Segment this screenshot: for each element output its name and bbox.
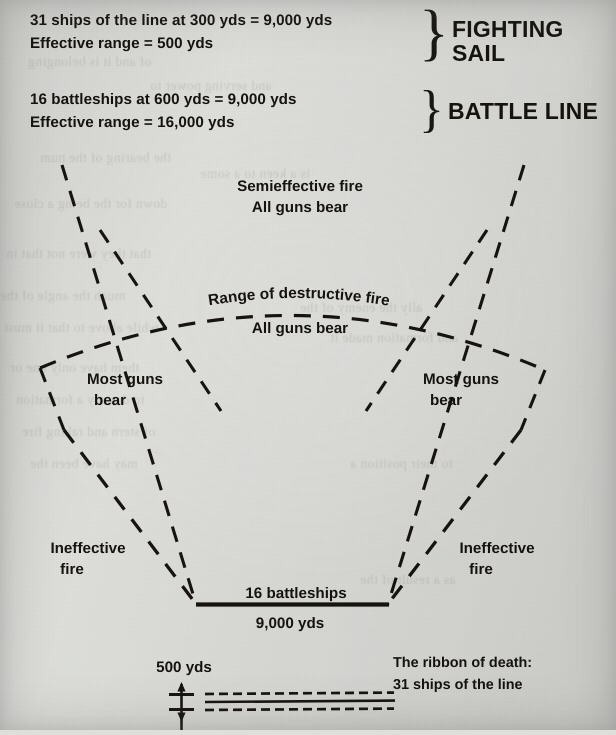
battle-line-stat-line-2: Effective range = 16,000 yds bbox=[30, 114, 235, 131]
most-guns-bear-left-line-1: Most guns bbox=[87, 371, 163, 388]
battle-line-category-label: BATTLE LINE bbox=[448, 98, 598, 124]
ribbon-dashed-line-upper bbox=[204, 691, 395, 696]
battle-line-length-label: 9,000 yds bbox=[255, 615, 325, 632]
ribbon-center-line bbox=[204, 699, 396, 704]
fan-skirt-left bbox=[38, 367, 66, 431]
ineffective-fire-left-line-2: fire bbox=[60, 561, 84, 578]
v-arm-right bbox=[386, 428, 523, 606]
fan-edge-left-upper bbox=[60, 164, 198, 605]
fighting-sail-category-line-1: FIGHTING bbox=[452, 16, 564, 42]
battle-line-ships-label: 16 battleships bbox=[245, 585, 347, 602]
fan-edge-right-upper bbox=[386, 164, 526, 605]
all-guns-bear-outer-label: All guns bear bbox=[251, 199, 349, 216]
ribbon-dashed-line-lower bbox=[204, 707, 395, 712]
fighting-sail-brace: } bbox=[419, 0, 449, 67]
most-guns-bear-left-line-2: bear bbox=[93, 392, 127, 409]
dimension-arrowhead-up bbox=[177, 682, 186, 692]
ribbon-caption-line-1: The ribbon of death: bbox=[393, 655, 533, 671]
ribbon-caption-line-2: 31 ships of the line bbox=[393, 677, 523, 693]
radial-divider-left bbox=[98, 229, 223, 412]
radial-divider-right bbox=[364, 229, 489, 412]
dimension-arrowhead-down bbox=[177, 712, 186, 722]
v-arm-left bbox=[62, 429, 198, 605]
battle-line-stat-line-1: 16 battleships at 600 yds = 9,000 yds bbox=[30, 91, 297, 108]
fighting-sail-category-line-2: SAIL bbox=[452, 40, 506, 66]
range-of-destructive-fire-arc bbox=[39, 313, 546, 372]
fighting-sail-stat-line-1: 31 ships of the line at 300 yds = 9,000 … bbox=[30, 12, 333, 29]
sail-line-spacing-label: 500 yds bbox=[156, 659, 212, 676]
ineffective-fire-right-line-1: Ineffective bbox=[459, 540, 535, 557]
all-guns-bear-inner-label: All guns bear bbox=[251, 320, 349, 337]
ineffective-fire-left-line-1: Ineffective bbox=[50, 540, 126, 557]
most-guns-bear-right-line-2: bear bbox=[429, 392, 463, 409]
ineffective-fire-right-line-2: fire bbox=[469, 561, 493, 578]
most-guns-bear-right-line-1: Most guns bbox=[423, 371, 499, 388]
semieffective-fire-label: Semieffective fire bbox=[237, 178, 363, 195]
fan-skirt-right bbox=[519, 369, 547, 431]
battle-line-brace: } bbox=[419, 81, 444, 138]
fighting-sail-stat-line-2: Effective range = 500 yds bbox=[30, 35, 214, 52]
